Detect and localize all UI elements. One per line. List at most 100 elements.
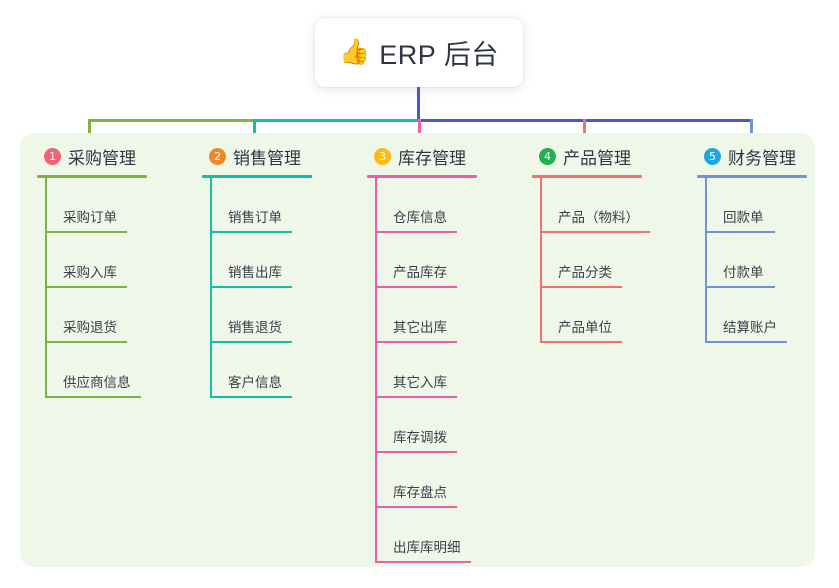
item-label: 采购退货: [63, 319, 117, 335]
column-header-5[interactable]: 5 财务管理: [697, 143, 839, 169]
column-3: 3 库存管理仓库信息产品库存其它出库其它入库库存调拨库存盘点出库库明细: [367, 143, 527, 563]
item-rule: [45, 231, 127, 233]
item-rule: [375, 561, 471, 563]
item-label: 销售订单: [228, 209, 282, 225]
column-title-1: 采购管理: [68, 148, 136, 168]
column-1: 1 采购管理采购订单采购入库采购退货供应商信息: [37, 143, 197, 398]
list-item[interactable]: 产品单位: [532, 288, 692, 343]
item-rule: [210, 286, 292, 288]
column-items-2: 销售订单销售出库销售退货客户信息: [202, 178, 362, 398]
list-item[interactable]: 产品（物料）: [532, 178, 692, 233]
item-rule: [45, 286, 127, 288]
item-label: 出库库明细: [393, 539, 461, 555]
column-spine-5: [705, 178, 707, 343]
item-label: 仓库信息: [393, 209, 447, 225]
item-rule: [375, 231, 457, 233]
column-title-3: 库存管理: [398, 148, 466, 168]
item-rule: [375, 506, 457, 508]
item-rule: [375, 396, 457, 398]
item-rule: [705, 286, 775, 288]
list-item[interactable]: 产品分类: [532, 233, 692, 288]
item-rule: [705, 341, 787, 343]
item-label: 销售退货: [228, 319, 282, 335]
item-label: 其它出库: [393, 319, 447, 335]
list-item[interactable]: 采购退货: [37, 288, 197, 343]
item-label: 销售出库: [228, 264, 282, 280]
column-title-5: 财务管理: [728, 148, 796, 168]
item-label: 采购入库: [63, 264, 117, 280]
column-items-1: 采购订单采购入库采购退货供应商信息: [37, 178, 197, 398]
list-item[interactable]: 采购入库: [37, 233, 197, 288]
column-spine-3: [375, 178, 377, 563]
item-label: 库存调拨: [393, 429, 447, 445]
list-item[interactable]: 付款单: [697, 233, 839, 288]
column-badge-2: 2: [209, 147, 226, 165]
item-label: 产品单位: [558, 319, 612, 335]
list-item[interactable]: 客户信息: [202, 343, 362, 398]
list-item[interactable]: 销售退货: [202, 288, 362, 343]
item-rule: [540, 231, 650, 233]
list-item[interactable]: 结算账户: [697, 288, 839, 343]
column-title-4: 产品管理: [563, 148, 631, 168]
column-header-3[interactable]: 3 库存管理: [367, 143, 527, 169]
root-title-card[interactable]: 👍 ERP 后台: [315, 18, 523, 87]
column-badge-4: 4: [539, 147, 556, 165]
list-item[interactable]: 库存盘点: [367, 453, 527, 508]
list-item[interactable]: 销售订单: [202, 178, 362, 233]
item-rule: [45, 396, 141, 398]
content-panel: [20, 133, 815, 567]
list-item[interactable]: 采购订单: [37, 178, 197, 233]
column-badge-5: 5: [704, 147, 721, 165]
column-2: 2 销售管理销售订单销售出库销售退货客户信息: [202, 143, 362, 398]
list-item[interactable]: 销售出库: [202, 233, 362, 288]
item-rule: [375, 286, 457, 288]
item-label: 其它入库: [393, 374, 447, 390]
column-items-4: 产品（物料） 产品分类产品单位: [532, 178, 692, 343]
item-rule: [375, 451, 457, 453]
item-label: 结算账户: [723, 319, 777, 335]
column-header-2[interactable]: 2 销售管理: [202, 143, 362, 169]
page-title: ERP 后台: [379, 40, 499, 70]
item-rule: [210, 396, 292, 398]
column-rule-3: [367, 175, 477, 178]
item-rule: [540, 286, 622, 288]
list-item[interactable]: 供应商信息: [37, 343, 197, 398]
item-label: 库存盘点: [393, 484, 447, 500]
item-label: 产品库存: [393, 264, 447, 280]
column-4: 4 产品管理产品（物料） 产品分类产品单位: [532, 143, 692, 343]
column-header-1[interactable]: 1 采购管理: [37, 143, 197, 169]
column-rule-2: [202, 175, 312, 178]
list-item[interactable]: 其它出库: [367, 288, 527, 343]
column-badge-1: 1: [44, 147, 61, 165]
item-rule: [210, 231, 292, 233]
bus-segment-1: [88, 119, 256, 122]
item-rule: [375, 341, 457, 343]
column-spine-4: [540, 178, 542, 343]
column-spine-1: [45, 178, 47, 398]
item-label: 产品分类: [558, 264, 612, 280]
column-title-2: 销售管理: [233, 148, 301, 168]
column-5: 5 财务管理回款单付款单结算账户: [697, 143, 839, 343]
column-badge-3: 3: [374, 147, 391, 165]
column-items-3: 仓库信息产品库存其它出库其它入库库存调拨库存盘点出库库明细: [367, 178, 527, 563]
item-label: 采购订单: [63, 209, 117, 225]
trunk-connector: [417, 87, 420, 121]
list-item[interactable]: 出库库明细: [367, 508, 527, 563]
item-label: 供应商信息: [63, 374, 131, 390]
bus-segment-2: [253, 119, 421, 122]
list-item[interactable]: 产品库存: [367, 233, 527, 288]
column-header-4[interactable]: 4 产品管理: [532, 143, 692, 169]
list-item[interactable]: 其它入库: [367, 343, 527, 398]
column-items-5: 回款单付款单结算账户: [697, 178, 839, 343]
item-rule: [540, 341, 622, 343]
list-item[interactable]: 仓库信息: [367, 178, 527, 233]
column-rule-4: [532, 175, 642, 178]
list-item[interactable]: 库存调拨: [367, 398, 527, 453]
item-label: 付款单: [723, 264, 764, 280]
item-label: 产品（物料）: [558, 209, 639, 225]
list-item[interactable]: 回款单: [697, 178, 839, 233]
item-rule: [705, 231, 775, 233]
item-label: 客户信息: [228, 374, 282, 390]
column-spine-2: [210, 178, 212, 398]
